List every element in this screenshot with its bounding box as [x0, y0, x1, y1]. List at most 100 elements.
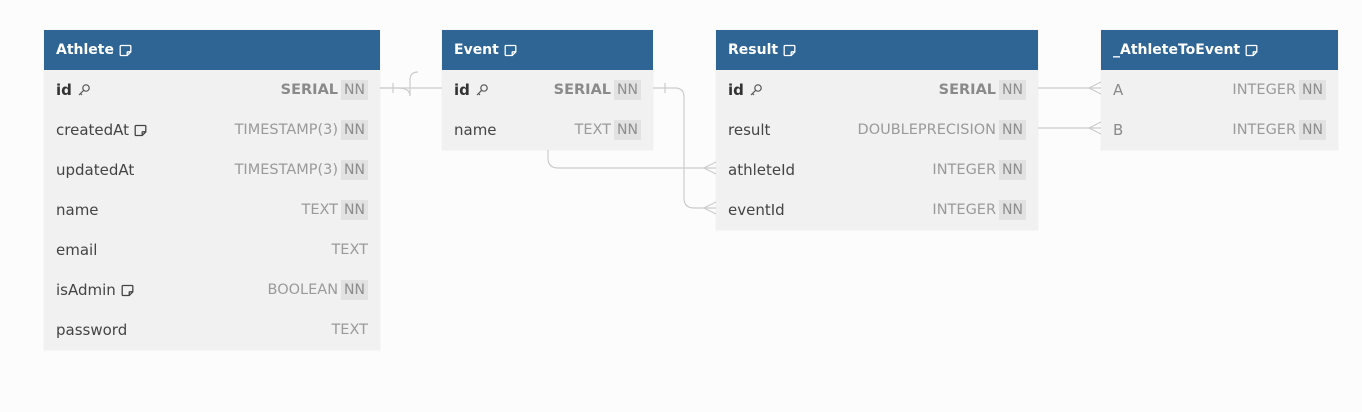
column-type: SERIAL NN — [281, 80, 368, 100]
table-title: Event — [454, 42, 499, 58]
not-null-badge: NN — [341, 120, 368, 140]
column-type-text: INTEGER — [1232, 122, 1297, 138]
note-icon[interactable] — [121, 284, 134, 297]
column-name-text: updatedAt — [56, 161, 135, 179]
table-athlete-to-event[interactable]: _AthleteToEvent A INTEGER NN B INTEGER N… — [1101, 30, 1338, 150]
column-type: TIMESTAMP(3) NN — [235, 120, 368, 140]
not-null-badge: NN — [999, 160, 1026, 180]
column-row-athleteid[interactable]: athleteId INTEGER NN — [716, 150, 1038, 190]
column-row-a[interactable]: A INTEGER NN — [1101, 70, 1338, 110]
table-event[interactable]: Event id SERIAL NN name TEXT NN — [442, 30, 653, 150]
column-name: name — [454, 121, 574, 139]
link-athlete-id-to-b — [380, 71, 419, 97]
column-name: A — [1113, 81, 1232, 99]
column-type-text: TEXT — [331, 322, 368, 338]
column-type-text: TIMESTAMP(3) — [234, 162, 339, 178]
not-null-badge: NN — [614, 120, 641, 140]
column-name: password — [56, 321, 331, 339]
column-type: DOUBLEPRECISION NN — [858, 120, 1026, 140]
column-row-id[interactable]: id SERIAL NN — [442, 70, 653, 110]
note-icon[interactable] — [134, 124, 147, 137]
column-type: SERIAL NN — [554, 80, 641, 100]
column-row-isadmin[interactable]: isAdmin BOOLEAN NN — [44, 270, 380, 310]
not-null-badge: NN — [999, 120, 1026, 140]
column-row-b[interactable]: B INTEGER NN — [1101, 110, 1338, 150]
column-type-text: SERIAL — [938, 82, 997, 98]
column-name: id — [56, 81, 281, 99]
column-name: result — [728, 121, 858, 139]
column-name-text: id — [728, 81, 744, 99]
column-name-text: id — [454, 81, 470, 99]
column-type-text: TEXT — [331, 242, 368, 258]
column-name: updatedAt — [56, 161, 235, 179]
column-type: TIMESTAMP(3) NN — [235, 160, 368, 180]
column-type-text: INTEGER — [1232, 82, 1297, 98]
column-row-id[interactable]: id SERIAL NN — [44, 70, 380, 110]
column-name-text: athleteId — [728, 161, 796, 179]
column-row-result[interactable]: result DOUBLEPRECISION NN — [716, 110, 1038, 150]
column-type-text: INTEGER — [932, 162, 997, 178]
column-name-text: name — [56, 201, 99, 219]
table-athlete[interactable]: Athlete id SERIAL NN createdAt — [44, 30, 380, 350]
table-header-result[interactable]: Result — [716, 30, 1038, 70]
column-row-createdat[interactable]: createdAt TIMESTAMP(3) NN — [44, 110, 380, 150]
column-type: TEXT NN — [574, 120, 641, 140]
table-header-athlete[interactable]: Athlete — [44, 30, 380, 70]
column-name-text: B — [1113, 121, 1124, 139]
column-row-name[interactable]: name TEXT NN — [44, 190, 380, 230]
table-title: Athlete — [56, 42, 114, 58]
column-name-text: result — [728, 121, 771, 139]
table-header-athlete-to-event[interactable]: _AthleteToEvent — [1101, 30, 1338, 70]
column-type-text: TIMESTAMP(3) — [234, 122, 339, 138]
column-name-text: password — [56, 321, 128, 339]
column-type-text: SERIAL — [553, 82, 612, 98]
column-type: INTEGER NN — [932, 200, 1026, 220]
column-row-email[interactable]: email TEXT — [44, 230, 380, 270]
column-row-updatedat[interactable]: updatedAt TIMESTAMP(3) NN — [44, 150, 380, 190]
column-row-password[interactable]: password TEXT — [44, 310, 380, 350]
column-type: TEXT — [331, 242, 368, 258]
crowfoot-athleteid — [702, 161, 717, 175]
not-null-badge: NN — [1299, 120, 1326, 140]
note-icon[interactable] — [504, 44, 517, 57]
column-row-eventid[interactable]: eventId INTEGER NN — [716, 190, 1038, 230]
column-name-text: name — [454, 121, 497, 139]
column-name: id — [728, 81, 939, 99]
crowfoot-b — [1087, 121, 1102, 135]
not-null-badge: NN — [1299, 80, 1326, 100]
column-row-name[interactable]: name TEXT NN — [442, 110, 653, 150]
column-type: BOOLEAN NN — [268, 280, 368, 300]
column-name-text: email — [56, 241, 98, 259]
note-icon[interactable] — [783, 44, 796, 57]
column-type-text: SERIAL — [280, 82, 339, 98]
column-name: eventId — [728, 201, 932, 219]
column-row-id[interactable]: id SERIAL NN — [716, 70, 1038, 110]
crowfoot-eventid — [702, 201, 717, 215]
column-type-text: TEXT — [574, 122, 612, 138]
column-type-text: INTEGER — [932, 202, 997, 218]
column-type-text: TEXT — [301, 202, 339, 218]
column-type: TEXT — [331, 322, 368, 338]
not-null-badge: NN — [999, 200, 1026, 220]
column-type-text: DOUBLEPRECISION — [857, 122, 997, 138]
column-name: id — [454, 81, 554, 99]
note-icon[interactable] — [1245, 44, 1258, 57]
column-name-text: eventId — [728, 201, 785, 219]
column-type: INTEGER NN — [932, 160, 1026, 180]
not-null-badge: NN — [341, 200, 368, 220]
column-name-text: isAdmin — [56, 281, 116, 299]
column-name: B — [1113, 121, 1232, 139]
column-name: athleteId — [728, 161, 932, 179]
column-name: createdAt — [56, 121, 235, 139]
crowfoot-a — [1087, 81, 1102, 95]
column-name: email — [56, 241, 331, 259]
link-event-id-to-eventid — [653, 87, 716, 209]
column-name-text: A — [1113, 81, 1124, 99]
note-icon[interactable] — [119, 44, 132, 57]
not-null-badge: NN — [341, 80, 368, 100]
table-result[interactable]: Result id SERIAL NN result DOUBLEPRECIS — [716, 30, 1038, 230]
table-header-event[interactable]: Event — [442, 30, 653, 70]
not-null-badge: NN — [614, 80, 641, 100]
column-type: INTEGER NN — [1232, 120, 1326, 140]
